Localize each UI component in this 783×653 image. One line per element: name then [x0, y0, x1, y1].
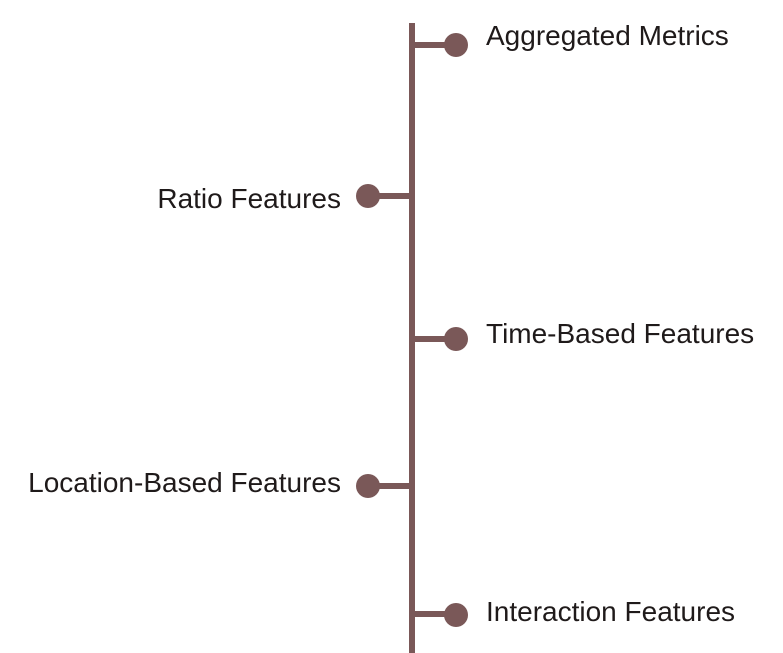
- node-dot-aggregated-metrics: [444, 33, 468, 57]
- node-dot-ratio-features: [356, 184, 380, 208]
- label-interaction-features: Interaction Features: [486, 596, 736, 627]
- node-dot-interaction-features: [444, 603, 468, 627]
- connector-time-based-features: [412, 336, 454, 342]
- label-location-based-features: Location-Based Features: [28, 467, 341, 498]
- label-ratio-features: Ratio Features: [157, 183, 341, 214]
- connector-location-based-features: [370, 483, 412, 489]
- node-dot-time-based-features: [444, 327, 468, 351]
- label-aggregated-metrics: Aggregated Metrics: [486, 20, 729, 51]
- node-dot-location-based-features: [356, 474, 380, 498]
- label-time-based-features: Time-Based Features: [486, 318, 755, 349]
- connector-ratio-features: [370, 193, 412, 199]
- connector-interaction-features: [412, 611, 454, 617]
- connector-aggregated-metrics: [412, 42, 454, 48]
